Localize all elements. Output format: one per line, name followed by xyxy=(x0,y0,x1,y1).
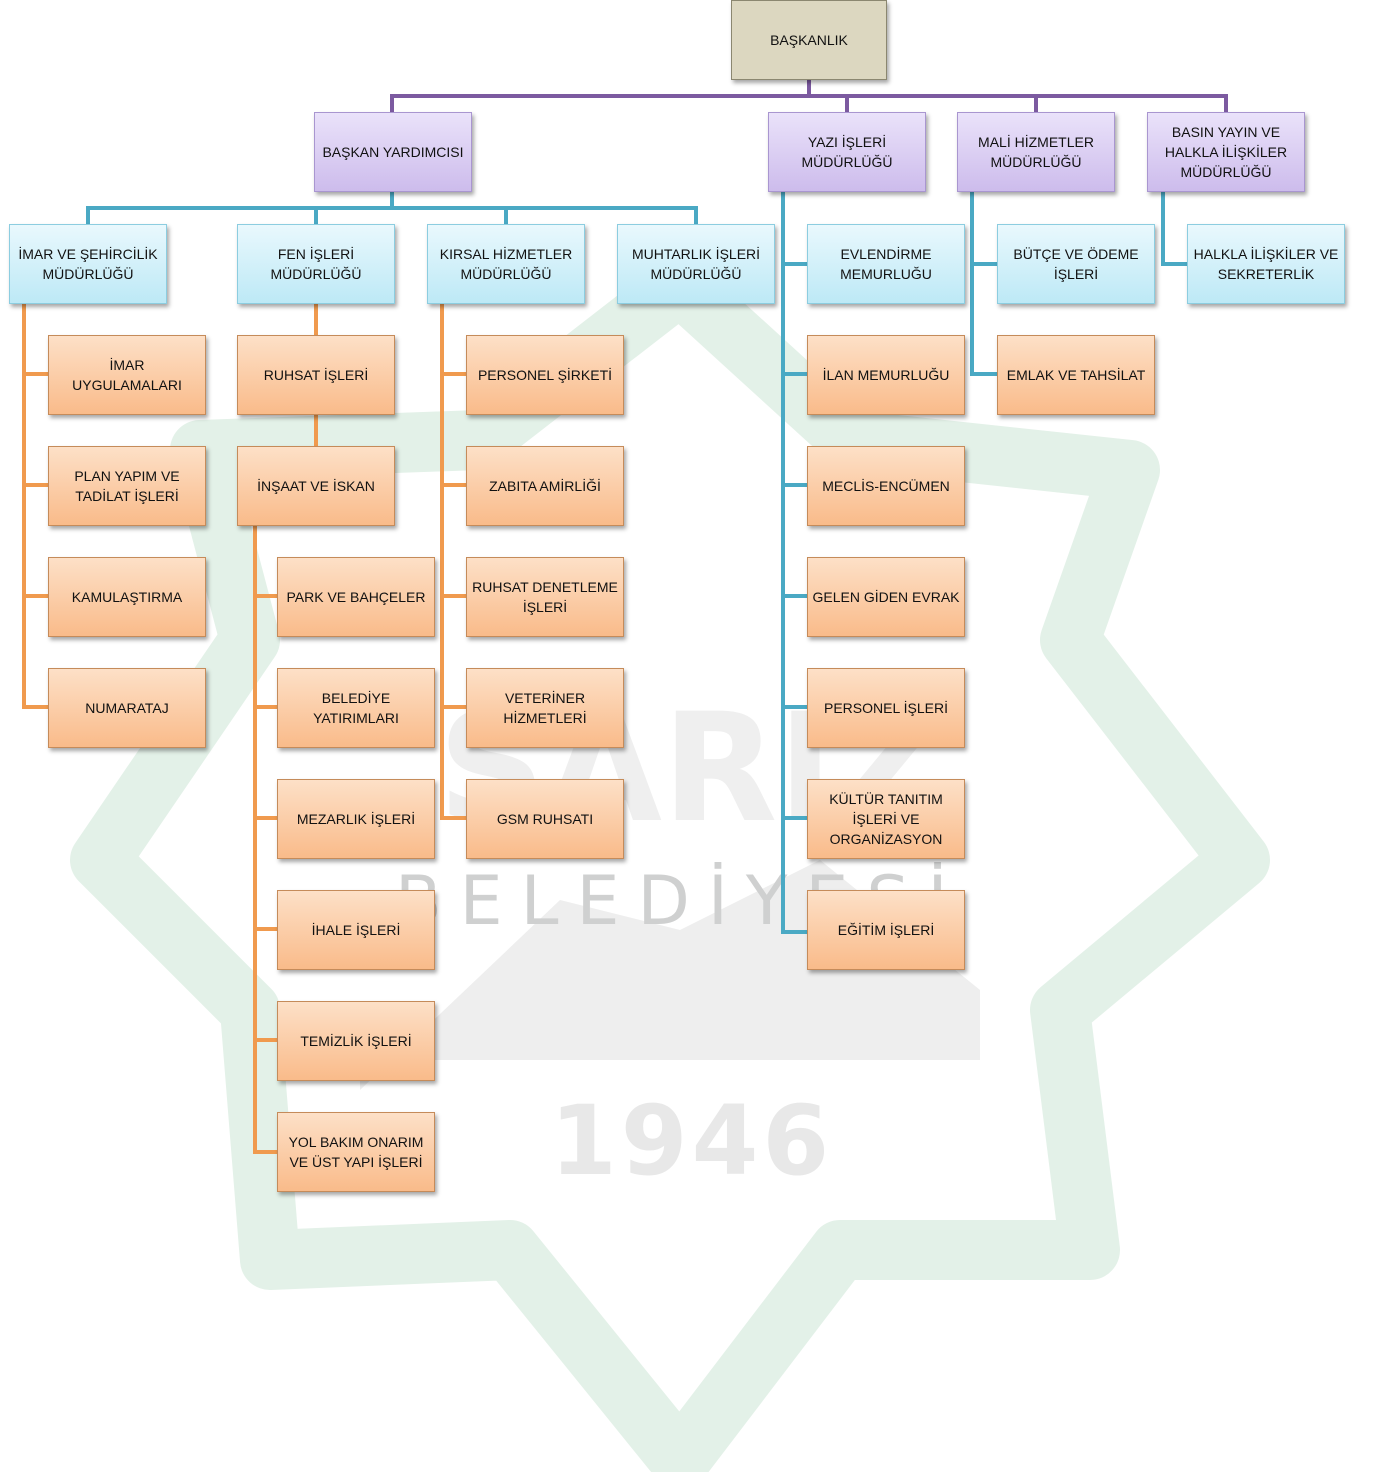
node-park-bahceler: PARK VE BAHÇELER xyxy=(277,557,435,637)
node-baskan-yardimcisi: BAŞKAN YARDIMCISI xyxy=(314,112,472,192)
connector xyxy=(504,206,508,224)
node-fen-isleri: FEN İŞLERİ MÜDÜRLÜĞÜ xyxy=(237,224,395,304)
connector xyxy=(22,372,48,376)
connector xyxy=(390,94,1228,98)
node-mezarlik-isleri: MEZARLIK İŞLERİ xyxy=(277,779,435,859)
connector xyxy=(253,705,277,709)
connector xyxy=(314,303,318,335)
connector xyxy=(970,191,974,376)
node-meclis-encumen: MECLİS-ENCÜMEN xyxy=(807,446,965,526)
node-numarataj: NUMARATAJ xyxy=(48,668,206,748)
node-insaat-iskan: İNŞAAT VE İSKAN xyxy=(237,446,395,526)
node-kamulastirma: KAMULAŞTIRMA xyxy=(48,557,206,637)
connector xyxy=(253,816,277,820)
node-veteriner-hizmetleri: VETERİNER HİZMETLERİ xyxy=(466,668,624,748)
node-evlendirme: EVLENDİRME MEMURLUĞU xyxy=(807,224,965,304)
connector xyxy=(253,927,277,931)
connector xyxy=(440,816,466,820)
connector xyxy=(86,206,698,210)
connector xyxy=(86,206,90,224)
connector xyxy=(970,262,997,266)
connector xyxy=(22,483,48,487)
connector xyxy=(390,94,394,112)
node-personel-isleri: PERSONEL İŞLERİ xyxy=(807,668,965,748)
connector xyxy=(781,705,807,709)
connector xyxy=(22,303,26,708)
connector xyxy=(781,372,807,376)
connector xyxy=(253,594,277,598)
connector xyxy=(253,1038,277,1042)
connector xyxy=(440,705,466,709)
connector xyxy=(1161,191,1165,266)
connector xyxy=(253,1150,277,1154)
connector xyxy=(22,705,48,709)
connector xyxy=(694,206,698,224)
node-halkla-iliskiler: HALKLA İLİŞKİLER VE SEKRETERLİK xyxy=(1187,224,1345,304)
connector xyxy=(781,594,807,598)
node-gsm-ruhsati: GSM RUHSATI xyxy=(466,779,624,859)
connector xyxy=(314,206,318,224)
node-ilan-memurlugu: İLAN MEMURLUĞU xyxy=(807,335,965,415)
connector xyxy=(1161,262,1187,266)
node-ruhsat-isleri: RUHSAT İŞLERİ xyxy=(237,335,395,415)
connector xyxy=(970,372,997,376)
connector xyxy=(781,262,807,266)
node-kirsal-hizmetler: KIRSAL HİZMETLER MÜDÜRLÜĞÜ xyxy=(427,224,585,304)
connector xyxy=(390,191,394,208)
connector xyxy=(440,594,466,598)
connector xyxy=(781,930,807,934)
node-temizlik-isleri: TEMİZLİK İŞLERİ xyxy=(277,1001,435,1081)
connector xyxy=(1034,94,1038,112)
connector xyxy=(440,303,444,820)
node-muhtarlik-isleri: MUHTARLIK İŞLERİ MÜDÜRLÜĞÜ xyxy=(617,224,775,304)
node-basin-yayin: BASIN YAYIN VE HALKLA İLİŞKİLER MÜDÜRLÜĞ… xyxy=(1147,112,1305,192)
node-plan-yapim: PLAN YAPIM VE TADİLAT İŞLERİ xyxy=(48,446,206,526)
node-baskanlik: BAŞKANLIK xyxy=(731,0,887,80)
node-butce-odeme: BÜTÇE VE ÖDEME İŞLERİ xyxy=(997,224,1155,304)
node-imar-sehircilik: İMAR VE ŞEHİRCİLİK MÜDÜRLÜĞÜ xyxy=(9,224,167,304)
node-ruhsat-denetleme: RUHSAT DENETLEME İŞLERİ xyxy=(466,557,624,637)
node-belediye-yatirimlari: BELEDİYE YATIRIMLARI xyxy=(277,668,435,748)
node-imar-uygulamalari: İMAR UYGULAMALARI xyxy=(48,335,206,415)
node-yol-bakim: YOL BAKIM ONARIM VE ÜST YAPI İŞLERİ xyxy=(277,1112,435,1192)
node-kultur-tanitim: KÜLTÜR TANITIM İŞLERİ VE ORGANİZASYON xyxy=(807,779,965,859)
connector xyxy=(253,526,257,1154)
connector xyxy=(781,483,807,487)
node-personel-sirketi: PERSONEL ŞİRKETİ xyxy=(466,335,624,415)
connector xyxy=(781,191,785,934)
connector xyxy=(440,372,466,376)
connector xyxy=(440,483,466,487)
node-gelen-giden-evrak: GELEN GİDEN EVRAK xyxy=(807,557,965,637)
node-yazi-isleri: YAZI İŞLERİ MÜDÜRLÜĞÜ xyxy=(768,112,926,192)
node-ihale-isleri: İHALE İŞLERİ xyxy=(277,890,435,970)
watermark-year: 1946 xyxy=(550,1085,834,1197)
connector xyxy=(1224,94,1228,112)
connector xyxy=(314,415,318,446)
connector xyxy=(22,594,48,598)
node-emlak-tahsilat: EMLAK VE TAHSİLAT xyxy=(997,335,1155,415)
node-zabita-amirligi: ZABITA AMİRLİĞİ xyxy=(466,446,624,526)
connector xyxy=(781,816,807,820)
node-egitim-isleri: EĞİTİM İŞLERİ xyxy=(807,890,965,970)
connector xyxy=(845,94,849,112)
connector xyxy=(807,79,811,96)
emblem-star xyxy=(70,255,1270,1472)
node-mali-hizmetler: MALİ HİZMETLER MÜDÜRLÜĞÜ xyxy=(957,112,1115,192)
